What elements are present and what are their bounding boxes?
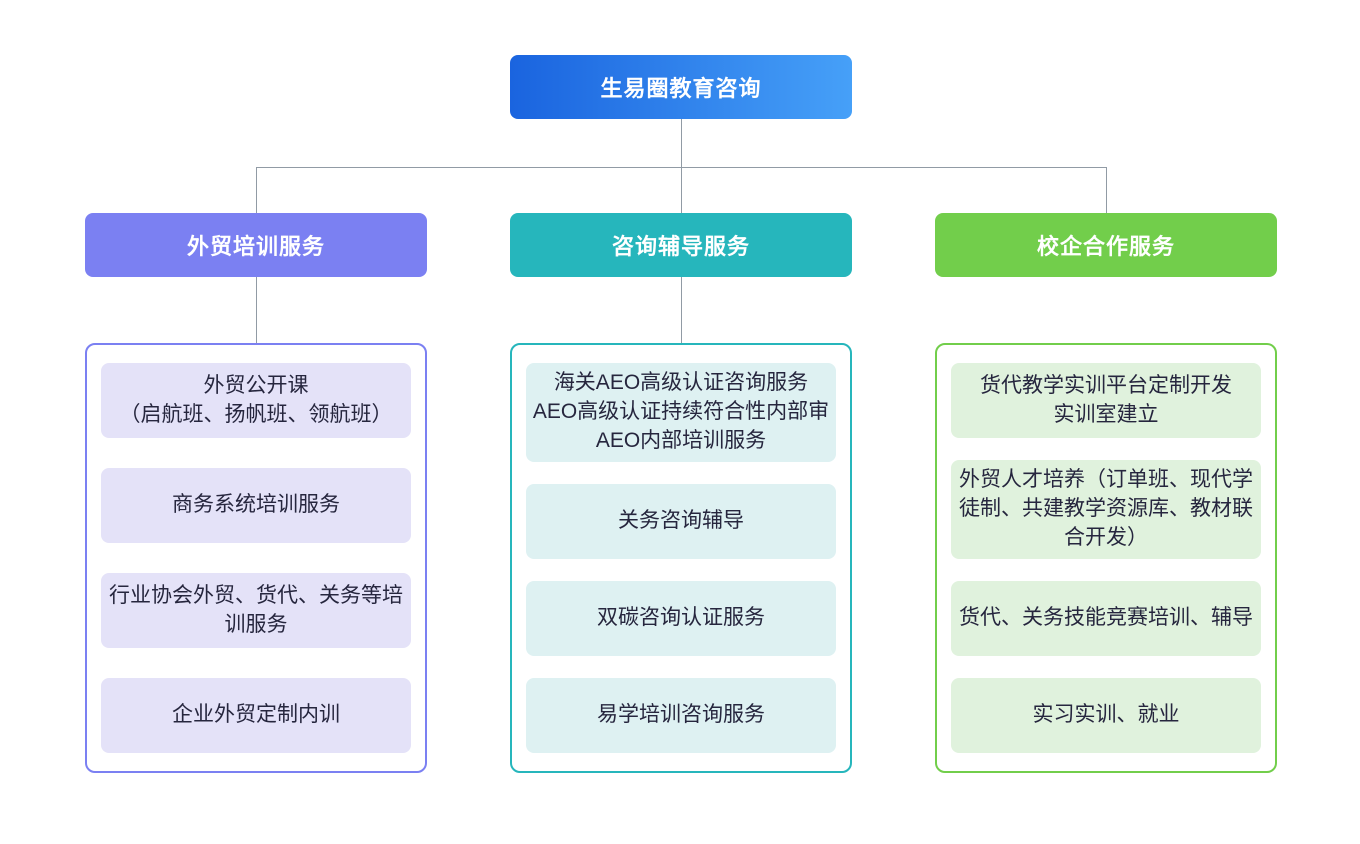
leaf-node[interactable]: 企业外贸定制内训 xyxy=(101,678,411,753)
branch-header-label: 外贸培训服务 xyxy=(186,234,325,259)
root-node-label: 生易圈教育咨询 xyxy=(600,76,762,101)
leaf-node[interactable]: 货代教学实训平台定制开发 实训室建立 xyxy=(951,363,1261,438)
leaf-node-label: 企业外贸定制内训 xyxy=(172,703,340,727)
leaf-node[interactable]: 外贸人才培养（订单班、现代学徒制、共建教学资源库、教材联合开发） xyxy=(951,460,1261,559)
leaf-node-label: 货代、关务技能竞赛培训、辅导 xyxy=(959,605,1253,629)
branch-3-container: 货代教学实训平台定制开发 实训室建立 外贸人才培养（订单班、现代学徒制、共建教学… xyxy=(935,343,1277,773)
leaf-node-label: 关务咨询辅导 xyxy=(618,508,744,532)
leaf-node[interactable]: 外贸公开课 （启航班、扬帆班、领航班） xyxy=(101,363,411,438)
leaf-node[interactable]: 关务咨询辅导 xyxy=(526,483,836,559)
leaf-node-label: 双碳咨询认证服务 xyxy=(597,605,765,629)
connector-drop-branch-2 xyxy=(681,167,682,214)
branch-1-container: 外贸公开课 （启航班、扬帆班、领航班） 商务系统培训服务 行业协会外贸、货代、关… xyxy=(85,343,427,773)
connector-drop-branch-1 xyxy=(256,167,257,214)
connector-root-stem xyxy=(681,119,682,167)
leaf-node-label: 货代教学实训平台定制开发 实训室建立 xyxy=(980,373,1232,426)
connector-branch-2-stem xyxy=(681,277,682,343)
leaf-node-label: 行业协会外贸、货代、关务等培训服务 xyxy=(109,583,403,636)
leaf-node[interactable]: 双碳咨询认证服务 xyxy=(526,580,836,656)
branch-header-consulting-coaching[interactable]: 咨询辅导服务 xyxy=(510,213,852,277)
leaf-node-label: 易学培训咨询服务 xyxy=(597,703,765,727)
leaf-node-label: 海关AEO高级认证咨询服务 AEO高级认证持续符合性内部审 AEO内部培训服务 xyxy=(532,371,830,452)
leaf-node[interactable]: 实习实训、就业 xyxy=(951,678,1261,753)
leaf-node[interactable]: 海关AEO高级认证咨询服务 AEO高级认证持续符合性内部审 AEO内部培训服务 xyxy=(526,363,836,462)
leaf-node-label: 外贸公开课 （启航班、扬帆班、领航班） xyxy=(119,373,393,426)
leaf-node[interactable]: 行业协会外贸、货代、关务等培训服务 xyxy=(101,573,411,648)
branch-header-label: 咨询辅导服务 xyxy=(611,234,750,259)
leaf-node-label: 商务系统培训服务 xyxy=(172,493,340,517)
branch-header-school-enterprise-cooperation[interactable]: 校企合作服务 xyxy=(935,213,1277,277)
leaf-node[interactable]: 易学培训咨询服务 xyxy=(526,678,836,753)
leaf-node[interactable]: 商务系统培训服务 xyxy=(101,468,411,543)
leaf-node-label: 外贸人才培养（订单班、现代学徒制、共建教学资源库、教材联合开发） xyxy=(959,468,1253,549)
connector-branch-1-stem xyxy=(256,277,257,343)
leaf-node-label: 实习实训、就业 xyxy=(1032,703,1180,727)
branch-header-label: 校企合作服务 xyxy=(1036,234,1175,259)
connector-drop-branch-3 xyxy=(1106,167,1107,214)
branch-2-container: 海关AEO高级认证咨询服务 AEO高级认证持续符合性内部审 AEO内部培训服务 … xyxy=(510,343,852,773)
leaf-node[interactable]: 货代、关务技能竞赛培训、辅导 xyxy=(951,580,1261,656)
branch-header-foreign-trade-training[interactable]: 外贸培训服务 xyxy=(85,213,427,277)
root-node[interactable]: 生易圈教育咨询 xyxy=(510,55,852,119)
